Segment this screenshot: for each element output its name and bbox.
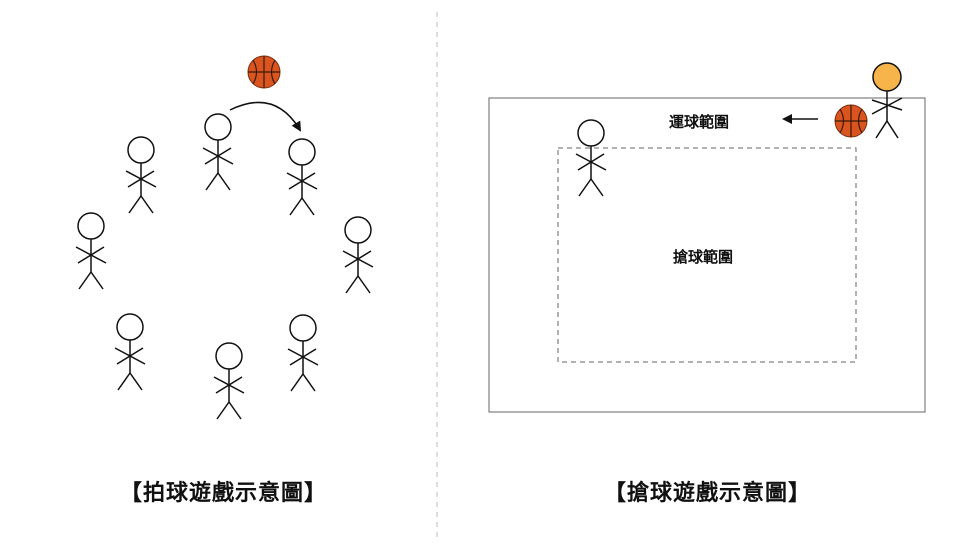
stick-figure-icon xyxy=(342,216,374,294)
right-caption: 【搶球遊戲示意圖】 xyxy=(604,480,812,506)
steal-zone-label: 搶球範圍 xyxy=(673,248,734,266)
dribbler-figure xyxy=(871,62,903,139)
stick-figure-icon xyxy=(287,314,319,392)
dribbler-head xyxy=(872,62,902,92)
left-panel-figures xyxy=(75,113,374,420)
stick-figure-icon xyxy=(202,113,234,191)
basketball-icon xyxy=(834,104,868,138)
curved-arrow-icon xyxy=(229,101,302,132)
stick-figure-icon xyxy=(286,138,318,216)
stick-figure-icon xyxy=(125,136,157,214)
stick-figure-icon xyxy=(575,119,607,197)
basketball-icon xyxy=(247,55,281,89)
dribble-zone xyxy=(488,97,926,413)
stick-figure-icon xyxy=(75,212,107,290)
left-caption: 【拍球遊戲示意圖】 xyxy=(120,480,328,506)
stick-figure-icon xyxy=(213,342,245,420)
stick-figure-icon xyxy=(114,313,146,391)
dribble-zone-label: 運球範圍 xyxy=(669,113,730,131)
steal-zone xyxy=(557,147,857,363)
